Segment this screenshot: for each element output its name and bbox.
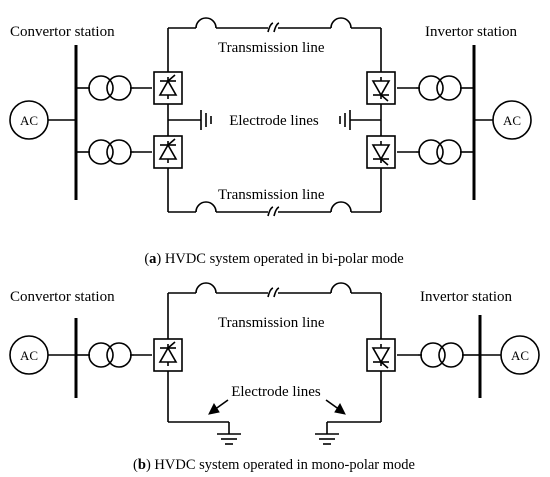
electrode-lines-label: Electrode lines — [229, 113, 319, 129]
ac-source-right-label: AC — [503, 113, 521, 128]
diagram-a: Convertor station Invertor station AC AC — [9, 17, 532, 267]
electrode-ground-right-b — [314, 433, 340, 445]
transformer-right-upper — [415, 75, 465, 101]
transmission-line-bottom — [168, 201, 381, 217]
convertor-station-label: Convertor station — [10, 24, 115, 40]
transmission-line-top-label: Transmission line — [218, 40, 325, 56]
converter-valve-left-upper — [153, 71, 183, 105]
transmission-line-b-label: Transmission line — [218, 315, 325, 331]
inverter-valve-right-b — [366, 338, 396, 372]
transmission-line-b — [168, 282, 381, 298]
caption-b: (b) HVDC system operated in mono-polar m… — [133, 457, 415, 473]
ac-source-left: AC — [9, 100, 49, 140]
inverter-valve-right-lower — [366, 135, 396, 169]
electrode-arrow-left — [208, 399, 229, 415]
transformer-left-lower — [85, 139, 135, 165]
caption-a-letter: a — [149, 251, 157, 267]
converter-valve-left-lower — [153, 135, 183, 169]
electrode-ground-left-b — [216, 433, 242, 445]
transmission-line-top — [168, 17, 381, 33]
transformer-left-b — [85, 342, 135, 368]
transformer-right-b — [417, 342, 467, 368]
electrode-arrow-right — [325, 399, 346, 415]
transformer-right-lower — [415, 139, 465, 165]
inverter-valve-right-upper — [366, 71, 396, 105]
caption-a-text: HVDC system operated in bi-polar mode — [161, 251, 403, 267]
ac-source-left-b: AC — [9, 335, 49, 375]
convertor-station-label-b: Convertor station — [10, 289, 115, 305]
transmission-line-bottom-label: Transmission line — [218, 187, 325, 203]
invertor-station-label-b: Invertor station — [420, 289, 513, 305]
diagram-b: Convertor station Invertor station AC AC — [9, 282, 540, 473]
transformer-left-upper — [85, 75, 135, 101]
converter-valve-left-b — [153, 338, 183, 372]
ac-source-right-b-label: AC — [511, 348, 529, 363]
invertor-station-label: Invertor station — [425, 24, 518, 40]
ac-source-right-b: AC — [500, 335, 540, 375]
caption-b-letter: b — [138, 457, 146, 473]
ac-source-right: AC — [492, 100, 532, 140]
caption-b-text: HVDC system operated in mono-polar mode — [151, 457, 415, 473]
electrode-ground-right — [339, 110, 351, 130]
electrode-ground-left — [200, 110, 212, 130]
caption-a: (a) HVDC system operated in bi-polar mod… — [144, 251, 403, 267]
electrode-lines-label-b: Electrode lines — [231, 384, 321, 400]
ac-source-left-label: AC — [20, 113, 38, 128]
ac-source-left-b-label: AC — [20, 348, 38, 363]
